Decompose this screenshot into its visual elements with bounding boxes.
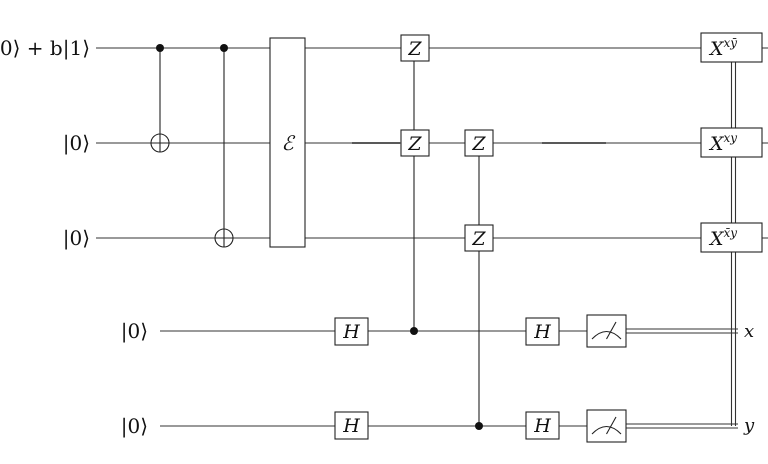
- z-gate-q1-b: [464, 129, 494, 157]
- correction-gate-q2-base: X: [708, 228, 725, 250]
- h-gate-a0-2-label: H: [533, 321, 551, 343]
- output-label-y: y: [743, 415, 755, 436]
- h-gate-a0-2: [525, 317, 560, 346]
- h-gate-a1-2: [525, 411, 560, 440]
- h-gate-a0-1: [334, 317, 369, 346]
- correction-gate-q1-label: Xxy: [708, 131, 737, 155]
- h-gate-a0-1-label: H: [342, 321, 360, 343]
- cnot-2-target-icon: [214, 228, 234, 248]
- label-ancilla-2: |0⟩: [121, 414, 148, 439]
- correction-gate-q0-base: X: [708, 38, 725, 60]
- stabilizer-2-control-dot: [475, 422, 483, 430]
- h-gate-a1-1: [334, 411, 369, 440]
- z-gate-q0-label: Z: [407, 38, 422, 60]
- correction-gate-q0-exponent: xȳ: [724, 36, 738, 50]
- noise-channel-box: [269, 37, 306, 248]
- h-gate-a1-1-label: H: [342, 415, 360, 437]
- correction-gate-q1-base: X: [708, 133, 725, 155]
- correction-gate-q2: [700, 222, 763, 253]
- correction-gate-q1-exponent: xy: [724, 131, 738, 145]
- correction-gate-q2-exponent: x̄y: [724, 226, 738, 240]
- label-q1: |0⟩: [63, 131, 90, 156]
- cnot-1-control-dot: [156, 44, 164, 52]
- z-gate-q2-label: Z: [471, 228, 486, 250]
- label-q0: |0⟩ + b|1⟩: [0, 36, 90, 61]
- correction-gate-q0: [700, 32, 763, 63]
- label-q2: |0⟩: [63, 226, 90, 251]
- correction-gate-q0-label: Xxȳ: [708, 36, 737, 60]
- z-gate-q1-a-label: Z: [407, 133, 422, 155]
- stabilizer-1-control-dot: [410, 327, 418, 335]
- z-gate-q2: [464, 224, 494, 252]
- correction-gate-q1: [700, 127, 763, 158]
- cnot-1-target-icon: [150, 133, 170, 153]
- meter-icon-a1: [586, 409, 627, 443]
- h-gate-a1-2-label: H: [533, 415, 551, 437]
- cnot-2-control-dot: [220, 44, 228, 52]
- z-gate-q1-b-label: Z: [471, 133, 486, 155]
- label-ancilla-1: |0⟩: [121, 319, 148, 344]
- noise-channel-label: ℰ: [281, 131, 295, 155]
- z-gate-q1-a: [400, 129, 430, 157]
- output-label-x: x: [744, 321, 754, 342]
- meter-icon-a0: [586, 314, 627, 348]
- z-gate-q0: [400, 34, 430, 62]
- correction-gate-q2-label: Xx̄y: [708, 226, 737, 250]
